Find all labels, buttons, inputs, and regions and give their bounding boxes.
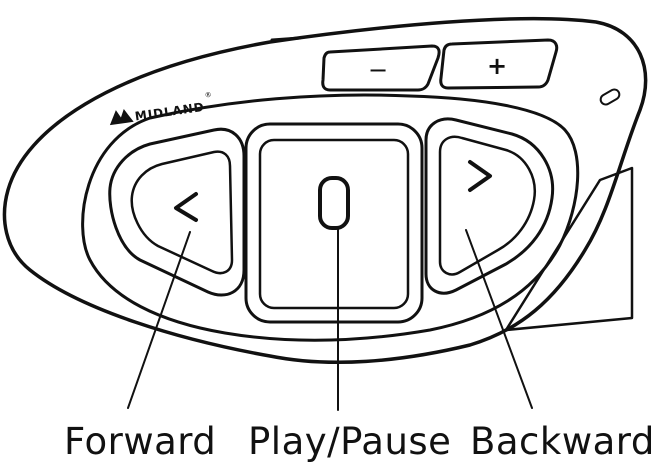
forward-button-inner (130, 150, 234, 275)
volume-down-label: − (368, 56, 388, 84)
play-pause-icon (318, 176, 350, 230)
play-pause-button-inner (258, 138, 410, 310)
backward-label: Backward (470, 420, 655, 463)
leader-line-forward (127, 231, 191, 409)
backward-button-inner (438, 135, 537, 276)
registered-mark: ® (204, 91, 212, 100)
device-panel-inner (81, 93, 580, 342)
mount-clamp (504, 166, 634, 332)
volume-down-button[interactable] (321, 44, 441, 92)
forward-button-outer[interactable] (108, 127, 246, 297)
leader-line-backward (465, 229, 533, 409)
volume-up-button[interactable] (439, 38, 559, 90)
intercom-device-illustration: − + MIDLAND ® (2, 16, 648, 411)
chevron-left-icon (174, 192, 198, 222)
midland-logo-mark (109, 109, 134, 126)
play-pause-button-outer[interactable] (244, 122, 424, 324)
backward-button-outer[interactable] (424, 117, 555, 295)
volume-up-label: + (487, 52, 507, 80)
forward-label: Forward (64, 420, 217, 463)
device-body-outer (2, 16, 648, 365)
status-led (599, 88, 621, 106)
brand-name: MIDLAND (134, 100, 206, 124)
chevron-right-icon (468, 160, 492, 192)
play-pause-label: Play/Pause (248, 420, 452, 463)
midland-logo: MIDLAND ® (109, 91, 212, 126)
